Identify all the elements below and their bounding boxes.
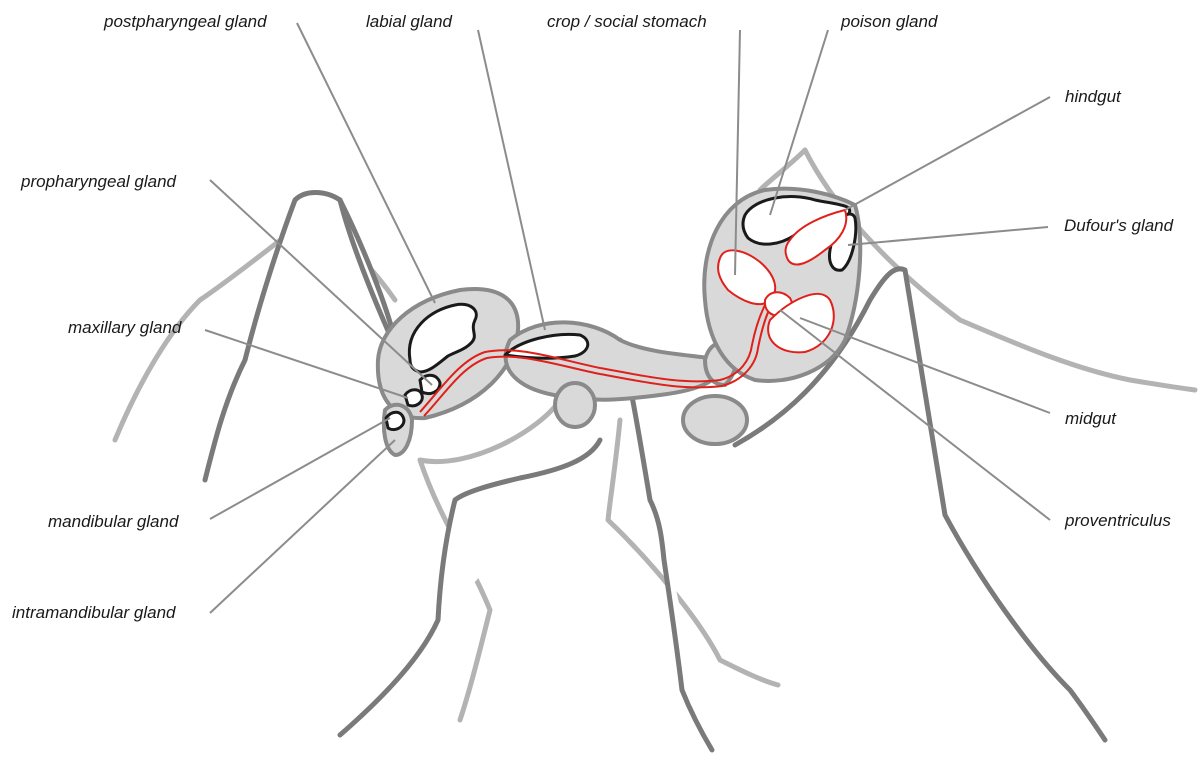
label-midgut: midgut [1065, 409, 1116, 429]
mandibular-gland [386, 412, 404, 429]
label-mandibular-gland: mandibular gland [48, 512, 178, 532]
label-proventriculus: proventriculus [1065, 511, 1171, 531]
label-crop-social-stomach: crop / social stomach [547, 12, 707, 32]
label-intramandibular-gland: intramandibular gland [12, 603, 176, 623]
hind-coxa [555, 383, 595, 427]
label-hindgut: hindgut [1065, 87, 1121, 107]
label-propharyngeal-gland: propharyngeal gland [21, 172, 176, 192]
coxa [683, 396, 747, 444]
far-side-legs [115, 150, 1195, 720]
label-postpharyngeal-gland: postpharyngeal gland [104, 12, 267, 32]
label-maxillary-gland: maxillary gland [68, 318, 181, 338]
label-poison-gland: poison gland [841, 12, 937, 32]
label-dufours-gland: Dufour's gland [1064, 216, 1173, 236]
label-labial-gland: labial gland [366, 12, 452, 32]
